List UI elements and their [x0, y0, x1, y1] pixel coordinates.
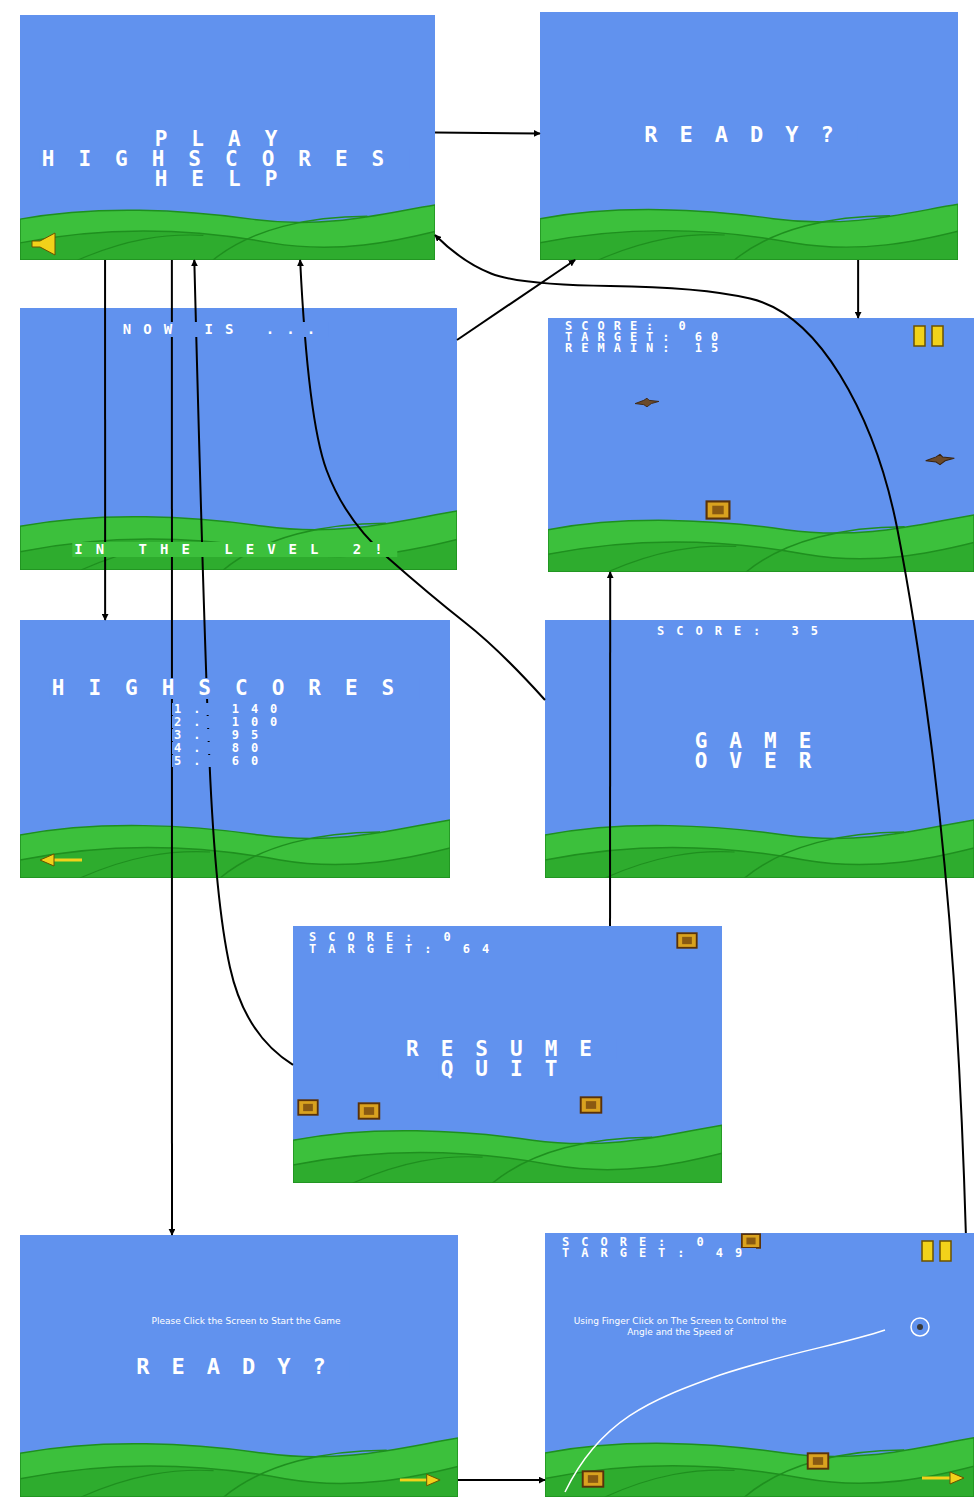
help-ready-screen — [20, 1235, 458, 1497]
target-ring — [911, 1318, 929, 1336]
screen-text: TARGET: 64 — [307, 943, 503, 955]
screen-text: RESUME — [404, 1039, 616, 1059]
flow-arrow — [435, 132, 540, 135]
screen-node: PLAYHIGHSCORESHELP — [20, 15, 435, 260]
crate-sprite — [808, 1453, 829, 1468]
crate-sprite — [581, 1097, 602, 1112]
flow-arrow — [457, 260, 575, 340]
back-arrow-icon — [40, 854, 82, 866]
screen-text: QUIT — [439, 1059, 582, 1079]
level-screen — [20, 308, 457, 570]
screen-text: PLAY — [153, 129, 304, 149]
screen-text: 3. 95 — [172, 729, 272, 741]
screen-node: READY? — [540, 12, 958, 260]
speaker-icon — [32, 233, 55, 255]
screen-text: 2. 100 — [172, 716, 291, 728]
crate-sprite — [677, 933, 696, 948]
screen-text: READY? — [134, 1356, 349, 1378]
crate-sprite — [583, 1471, 604, 1486]
screen-node: SCORE: 0TARGET: 49 Using Finger Click on … — [545, 1233, 974, 1497]
screen-text: SCORE: 0 — [560, 1237, 718, 1248]
next-arrow-icon — [922, 1472, 964, 1484]
screen-text: 5. 60 — [172, 755, 272, 767]
flow-arrow — [458, 1479, 545, 1481]
pause-icon — [914, 326, 943, 346]
screen-text: SCORE: 0 — [307, 931, 465, 943]
hint-text: Please Click the Screen to Start the Gam… — [119, 1316, 373, 1327]
flow-arrow — [435, 235, 966, 1233]
game-screen — [548, 318, 974, 572]
screen-text: 4. 80 — [172, 742, 272, 754]
screen-node: Please Click the Screen to Start the Gam… — [20, 1235, 458, 1497]
highscores-screen — [20, 620, 450, 878]
screen-text: SCORE: 0 — [563, 321, 697, 332]
screen-node: HIGHSCORES 1. 1402. 1003. 954. 805. 60 — [20, 620, 450, 878]
screen-node: NOW IS ... IN THE LEVEL 2! — [20, 308, 457, 570]
screen-text: HELP — [153, 169, 304, 189]
screen-text: 1. 140 — [172, 703, 291, 715]
crate-sprite — [707, 501, 730, 518]
screen-text: SCORE: 35 — [655, 625, 832, 637]
ready-screen — [540, 12, 958, 260]
bird-sprite — [635, 398, 659, 407]
screen-node: SCORE: 0TARGET: 60REMAIN: 15 — [548, 318, 974, 572]
pause-icon — [922, 1241, 951, 1261]
screen-text: IN THE LEVEL 2! — [72, 542, 397, 557]
hint-text: Using Finger Click on The Screen to Cont… — [563, 1316, 797, 1338]
screen-text: READY? — [642, 124, 857, 146]
screen-text: GAME OVER — [677, 731, 851, 771]
crate-sprite — [742, 1234, 760, 1248]
flow-arrow — [609, 572, 611, 926]
flow-arrow — [857, 260, 859, 318]
menu-screen — [20, 15, 435, 260]
screen-text: HIGHSCORES — [50, 678, 420, 699]
pause-screen — [293, 926, 722, 1183]
flow-arrow — [104, 260, 106, 620]
bird-sprite — [926, 454, 955, 464]
crate-sprite — [298, 1100, 317, 1115]
screen-node: SCORE: 35 GAME OVER — [545, 620, 974, 878]
trajectory-line — [565, 1330, 885, 1492]
target-dot — [917, 1324, 923, 1330]
flow-arrow — [300, 260, 545, 700]
screen-text: TARGET: 60 — [563, 332, 729, 343]
flow-arrow — [194, 260, 293, 1065]
screen-text: TARGET: 49 — [560, 1248, 756, 1259]
next-arrow-icon — [400, 1474, 440, 1485]
screen-node: SCORE: 0TARGET: 64 RESUMEQUIT — [293, 926, 722, 1183]
help-game-screen — [545, 1233, 974, 1497]
crate-sprite — [359, 1103, 380, 1118]
screen-text: HIGHSCORES — [40, 149, 410, 169]
screen-text: NOW IS ... — [121, 322, 329, 337]
screen-text: REMAIN: 15 — [563, 343, 729, 354]
